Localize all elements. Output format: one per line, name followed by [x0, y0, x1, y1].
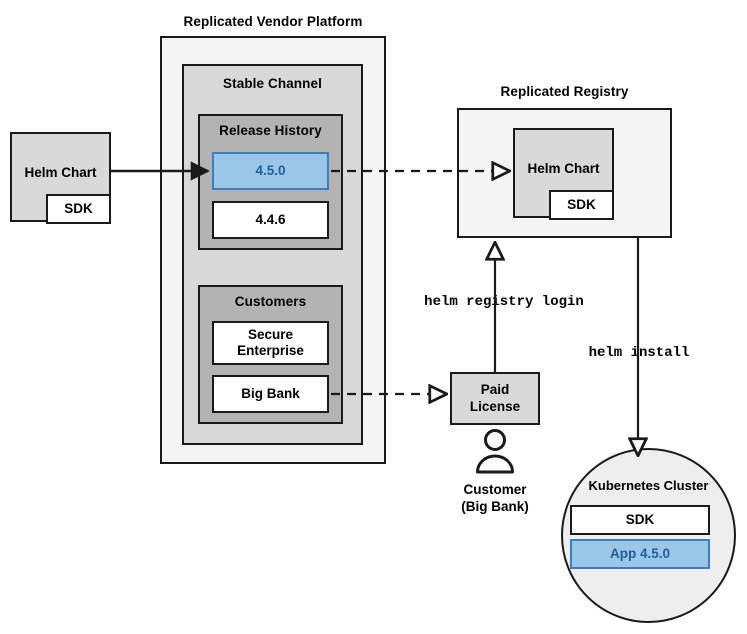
customer-secure-enterprise[interactable]: Secure Enterprise — [212, 321, 329, 365]
registry-helm-chart-label: Helm Chart — [527, 161, 600, 176]
command-helm-install: helm install — [588, 345, 690, 361]
customer-big-bank[interactable]: Big Bank — [212, 375, 329, 413]
cluster-item-sdk[interactable]: SDK — [570, 505, 710, 535]
customer-secure-enterprise-line2: Enterprise — [237, 343, 304, 358]
registry-title: Replicated Registry — [500, 84, 629, 99]
vendor-platform-title: Replicated Vendor Platform — [183, 14, 363, 29]
cluster-item-app[interactable]: App 4.5.0 — [570, 539, 710, 569]
release-item-4-4-6[interactable]: 4.4.6 — [212, 201, 329, 239]
stable-channel-title: Stable Channel — [223, 76, 322, 91]
kubernetes-cluster-circle — [561, 448, 736, 623]
customer-actor-line1: Customer — [463, 482, 527, 497]
source-helm-chart-label: Helm Chart — [24, 165, 97, 180]
paid-license-line1: Paid — [480, 382, 510, 398]
customers-title: Customers — [234, 294, 307, 309]
command-helm-registry-login: helm registry login — [424, 294, 584, 310]
customer-actor-caption: Customer (Big Bank) — [425, 482, 565, 516]
release-item-4-5-0[interactable]: 4.5.0 — [212, 152, 329, 190]
customer-actor-line2: (Big Bank) — [461, 498, 529, 514]
paid-license-line2: License — [469, 398, 521, 414]
kubernetes-cluster-label: Kubernetes Cluster — [588, 478, 709, 493]
customer-person-icon — [476, 429, 514, 474]
release-history-title: Release History — [219, 123, 322, 138]
paid-license-box[interactable]: Paid License — [450, 372, 540, 425]
source-sdk-box[interactable]: SDK — [46, 194, 111, 224]
customer-secure-enterprise-line1: Secure — [247, 326, 294, 342]
registry-sdk-box[interactable]: SDK — [549, 190, 614, 220]
